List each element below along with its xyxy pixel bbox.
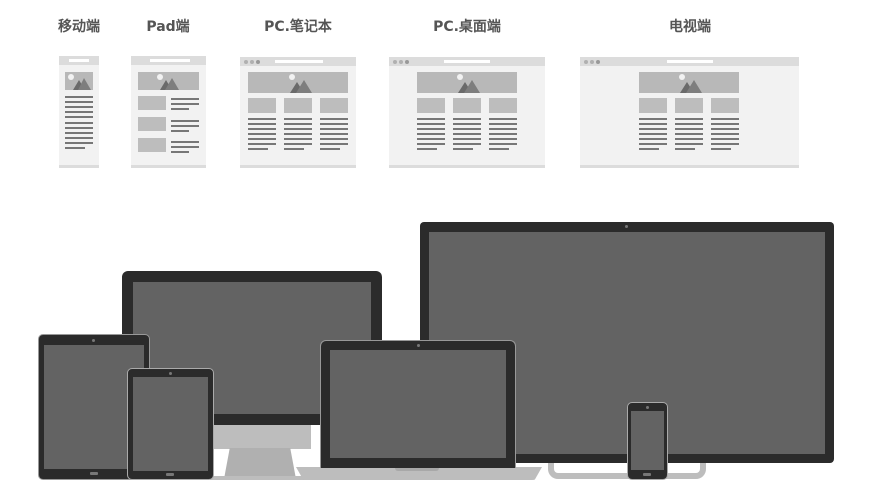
monitor-chin (213, 424, 311, 449)
image-placeholder-icon (248, 72, 348, 93)
wireframe-tv (580, 57, 799, 168)
phone-screen (631, 411, 664, 470)
label-laptop: PC.笔记本 (264, 19, 332, 35)
label-mobile: 移动端 (58, 19, 100, 35)
camera-icon (92, 339, 95, 342)
wireframe-laptop (240, 57, 356, 168)
laptop (320, 340, 516, 468)
monitor-neck (224, 448, 296, 479)
image-placeholder-icon (417, 72, 517, 93)
image-placeholder-icon (639, 72, 739, 93)
label-tv: 电视端 (669, 19, 711, 35)
camera-icon (646, 406, 649, 409)
home-button-icon (166, 473, 174, 476)
image-placeholder-icon (65, 72, 93, 90)
monitor-base (210, 476, 320, 480)
laptop-notch (395, 467, 439, 471)
home-button-icon (90, 472, 98, 475)
camera-icon (417, 344, 420, 347)
smartphone (627, 402, 668, 480)
tablet-screen (133, 377, 208, 471)
small-tablet (127, 368, 214, 480)
wireframe-desktop (389, 57, 545, 168)
laptop-base (296, 467, 542, 480)
label-pad: Pad端 (146, 19, 190, 35)
camera-icon (625, 225, 628, 228)
camera-icon (169, 372, 172, 375)
laptop-screen (330, 350, 506, 458)
label-desktop: PC.桌面端 (433, 19, 501, 35)
wireframe-pad (131, 56, 206, 168)
image-placeholder-icon (138, 72, 199, 90)
home-button-icon (643, 473, 651, 476)
url-bar (69, 59, 89, 62)
wireframe-mobile (59, 56, 99, 168)
bottom-bar (59, 165, 99, 168)
